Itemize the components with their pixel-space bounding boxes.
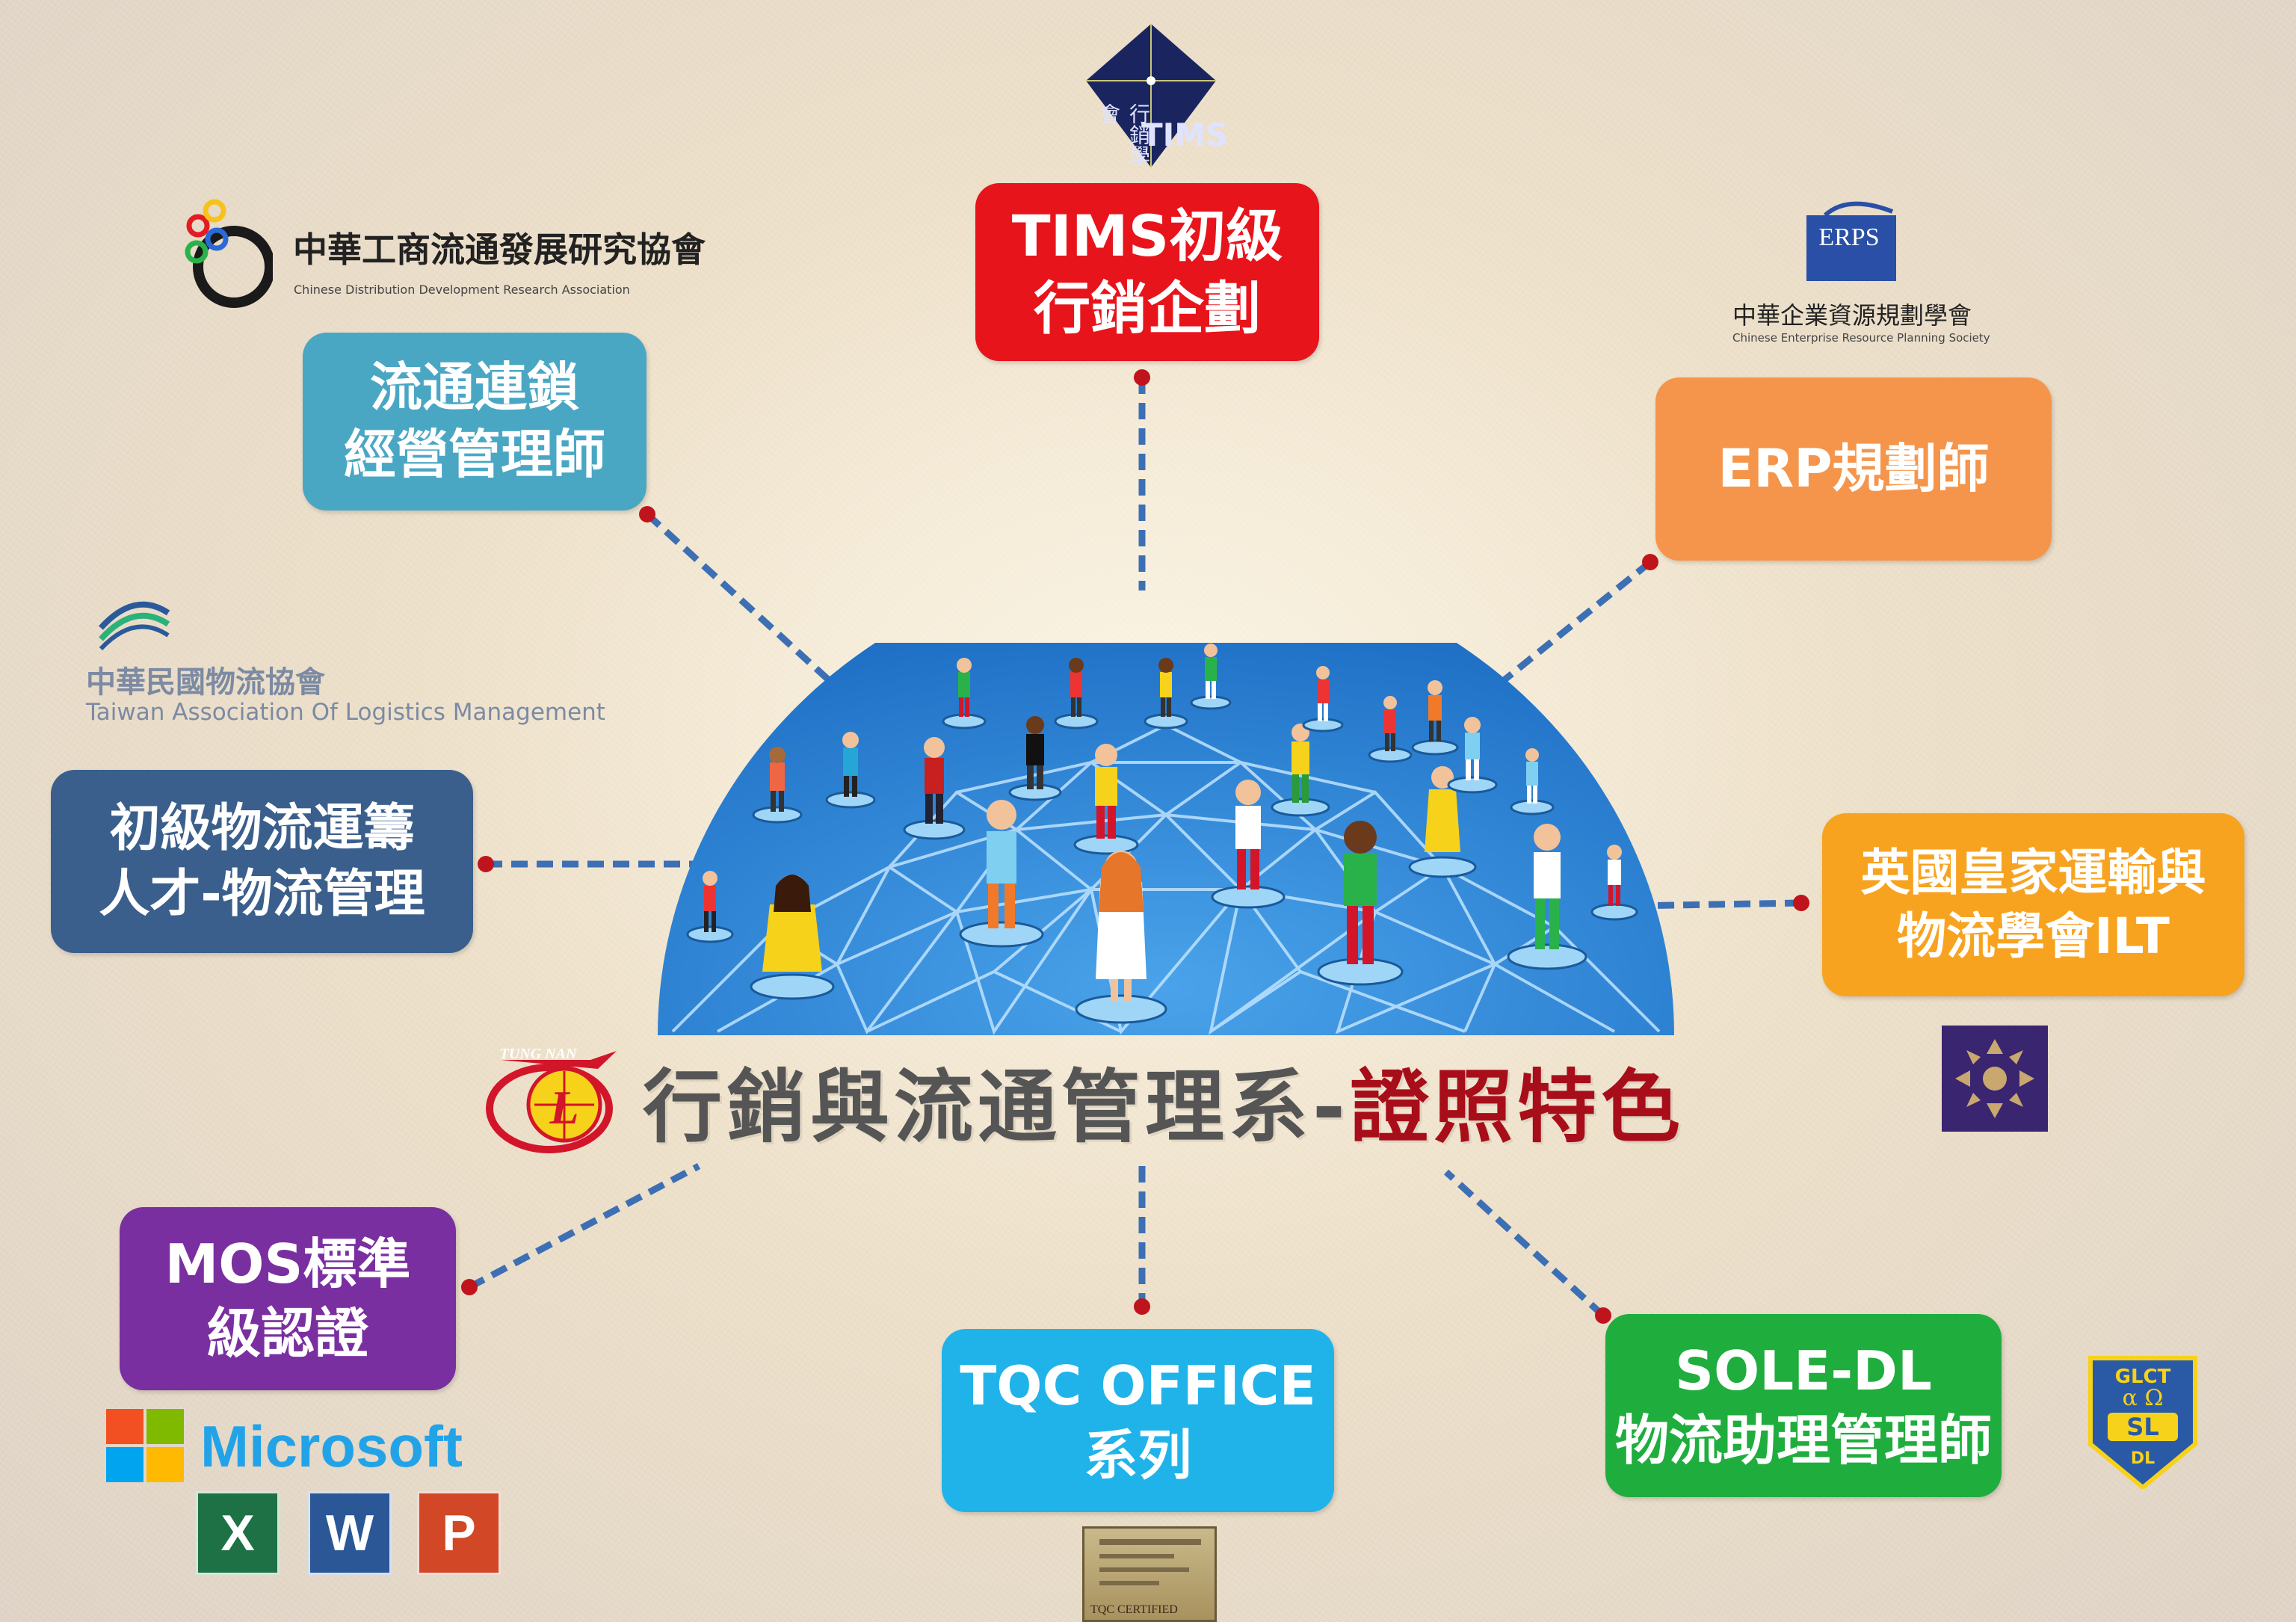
connector-erp bbox=[1493, 559, 1652, 691]
ilt-box-line-2: 物流學會ILT bbox=[1897, 907, 2170, 965]
tlm-logo bbox=[93, 583, 176, 654]
erps-logo-text: ERPS bbox=[1818, 223, 1879, 251]
logistics-box-line-2: 人才-物流管理 bbox=[99, 864, 425, 924]
microsoft-logo bbox=[106, 1409, 185, 1484]
mos-box-line-1: MOS標準 bbox=[164, 1233, 411, 1296]
school-logo: TUNG NAN L bbox=[478, 1030, 628, 1157]
glct-logo: GLCT α Ω SL DL bbox=[2087, 1354, 2199, 1490]
connector-dot bbox=[1134, 369, 1150, 386]
distribution-box-line-2: 經營管理師 bbox=[344, 424, 605, 485]
network-globe bbox=[658, 643, 1674, 1035]
sole-box-line-1: SOLE-DL bbox=[1675, 1339, 1932, 1403]
tims-box[interactable]: TIMS初級 行銷企劃 bbox=[975, 183, 1319, 361]
ilt-box[interactable]: 英國皇家運輸與 物流學會ILT bbox=[1822, 813, 2244, 996]
sole-box-line-2: 物流助理管理師 bbox=[1614, 1408, 1992, 1472]
glct-bottom: DL bbox=[2131, 1449, 2155, 1468]
people bbox=[686, 644, 1638, 1024]
cddra-name: 中華工商流通發展研究協會 bbox=[293, 229, 706, 270]
tqc-box-line-2: 系列 bbox=[1084, 1423, 1192, 1487]
erps-logo: ERPS bbox=[1803, 200, 1915, 283]
connector-ilt bbox=[1629, 899, 1802, 910]
erps-sub: Chinese Enterprise Resource Planning Soc… bbox=[1732, 331, 1990, 345]
erp-box[interactable]: ERP規劃師 bbox=[1655, 377, 2052, 561]
tlm-name: 中華民國物流協會 bbox=[86, 665, 325, 700]
sole-box[interactable]: SOLE-DL 物流助理管理師 bbox=[1605, 1314, 2002, 1497]
ilt-box-line-1: 英國皇家運輸與 bbox=[1860, 844, 2206, 902]
tlm-sub: Taiwan Association Of Logistics Manageme… bbox=[86, 699, 605, 726]
word-icon: W bbox=[308, 1491, 392, 1575]
tims-logo: 行銷學會 TIMS bbox=[1080, 21, 1228, 170]
school-logo-letter: L bbox=[549, 1081, 578, 1134]
word-icon-letter: W bbox=[325, 1505, 374, 1561]
mos-box-line-2: 級認證 bbox=[206, 1301, 368, 1365]
powerpoint-icon: P bbox=[417, 1491, 501, 1575]
connector-dot bbox=[639, 506, 655, 522]
powerpoint-icon-letter: P bbox=[442, 1505, 476, 1561]
logistics-box[interactable]: 初級物流運籌 人才-物流管理 bbox=[51, 770, 473, 953]
tims-box-line-1: TIMS初級 bbox=[1011, 202, 1283, 269]
page-title-highlight: 證照特色 bbox=[1350, 1061, 1685, 1153]
tqc-certificate-image: TQC CERTIFIED bbox=[1082, 1526, 1217, 1622]
connector-dot bbox=[1134, 1298, 1150, 1315]
glct-top: GLCT bbox=[2115, 1366, 2171, 1388]
erps-name: 中華企業資源規劃學會 bbox=[1732, 301, 1972, 330]
distribution-box[interactable]: 流通連鎖 經營管理師 bbox=[303, 333, 646, 511]
mos-box[interactable]: MOS標準 級認證 bbox=[120, 1207, 456, 1390]
connector-distribution bbox=[644, 511, 840, 691]
tqc-box-line-1: TQC OFFICE bbox=[960, 1354, 1316, 1418]
tqc-box[interactable]: TQC OFFICE 系列 bbox=[942, 1329, 1334, 1512]
connector-dot bbox=[478, 856, 494, 872]
connector-dot bbox=[1642, 554, 1658, 570]
connector-dot bbox=[1793, 895, 1809, 911]
logistics-box-line-1: 初級物流運籌 bbox=[109, 799, 415, 859]
page-title: 行銷與流通管理系-證照特色 bbox=[643, 1043, 1685, 1158]
tims-logo-vertical: 行銷學會 bbox=[1096, 103, 1151, 166]
glct-mid: SL bbox=[2126, 1413, 2158, 1441]
microsoft-wordmark: Microsoft bbox=[200, 1413, 463, 1479]
erp-box-line-1: ERP規劃師 bbox=[1718, 437, 1990, 499]
ilt-logo bbox=[1942, 1026, 2048, 1132]
distribution-box-line-1: 流通連鎖 bbox=[370, 357, 579, 419]
connector-mos bbox=[467, 1163, 701, 1290]
tqc-certificate-text: TQC CERTIFIED bbox=[1090, 1603, 1178, 1616]
excel-icon: X bbox=[196, 1491, 280, 1575]
page-title-prefix: 行銷與流通管理系- bbox=[643, 1061, 1350, 1153]
glct-greek: α Ω bbox=[2123, 1385, 2164, 1411]
tims-logo-text: TIMS bbox=[1141, 117, 1229, 153]
school-logo-text: TUNG NAN bbox=[500, 1046, 578, 1062]
connector-sole bbox=[1443, 1169, 1606, 1319]
excel-icon-letter: X bbox=[220, 1505, 255, 1561]
connector-dot bbox=[1595, 1307, 1611, 1324]
connector-dot bbox=[461, 1279, 478, 1295]
tims-box-line-2: 行銷企劃 bbox=[1034, 275, 1261, 342]
cddra-sub: Chinese Distribution Development Researc… bbox=[294, 283, 630, 297]
cddra-logo bbox=[176, 196, 275, 315]
